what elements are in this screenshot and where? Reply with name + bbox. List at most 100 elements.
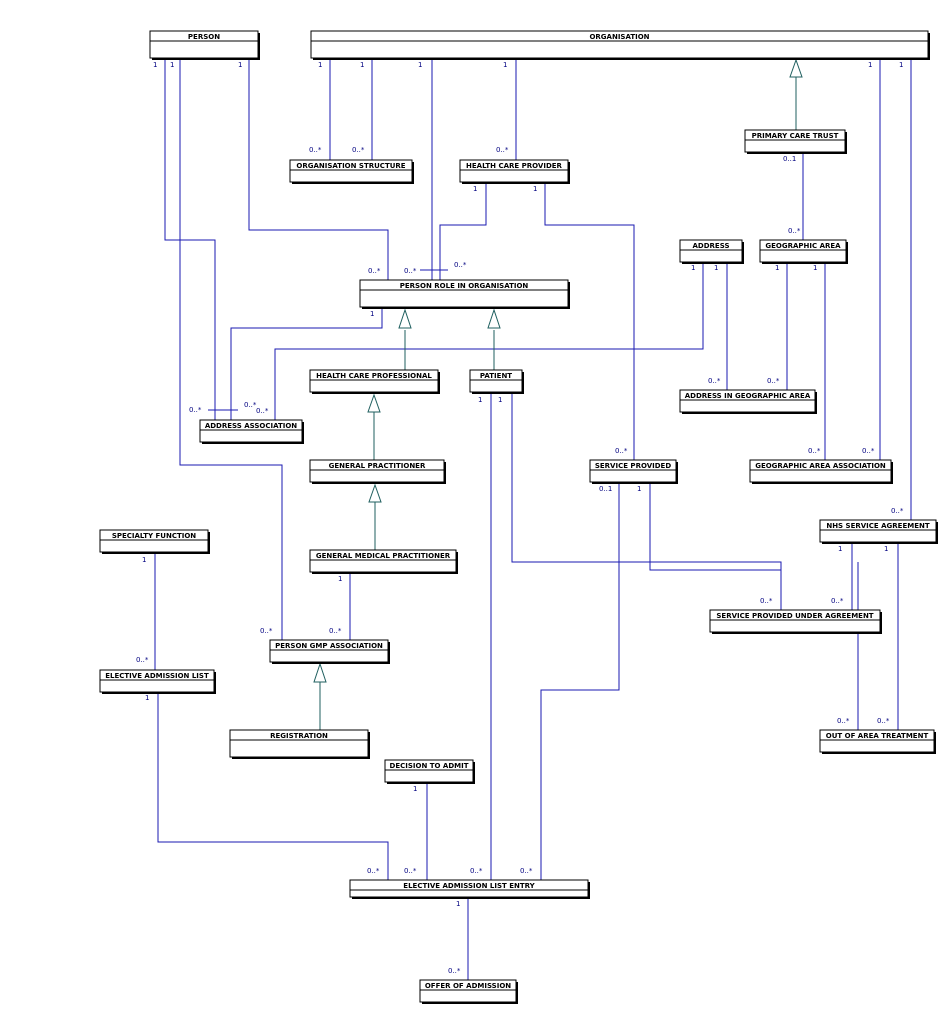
multiplicity-label: 0..* xyxy=(404,867,417,875)
entity-title: PATIENT xyxy=(480,372,512,380)
multiplicity-label: 1 xyxy=(145,694,149,702)
multiplicity-label: 0..* xyxy=(448,967,461,975)
entity-title: ORGANISATION xyxy=(589,33,649,41)
entity-box xyxy=(229,729,369,758)
multiplicity-label: 0..* xyxy=(496,146,509,154)
multiplicity-label: 0..* xyxy=(837,717,850,725)
entity-address-in-geographic-area: ADDRESS IN GEOGRAPHIC AREA xyxy=(679,389,817,414)
entity-title: NHS SERVICE AGREEMENT xyxy=(826,522,930,530)
multiplicity-label: 1 xyxy=(360,61,364,69)
entity-box xyxy=(589,459,677,483)
multiplicity-label: 0..* xyxy=(808,447,821,455)
entity-geographic-area-association: GEOGRAPHIC AREA ASSOCIATION xyxy=(749,459,893,484)
line-person-person-gmp-association xyxy=(179,58,283,640)
entity-offer-of-admission: OFFER OF ADMISSION xyxy=(419,979,518,1004)
entity-service-provided: SERVICE PROVIDED xyxy=(589,459,678,484)
line-elective-admission-list-entry xyxy=(157,693,389,880)
multiplicity-label: 0..* xyxy=(615,447,628,455)
entity-box xyxy=(309,369,439,393)
line-address-address-association xyxy=(274,262,704,420)
multiplicity-label: 1 xyxy=(637,485,641,493)
multiplicity-label: 1 xyxy=(418,61,422,69)
entity-box xyxy=(99,529,209,553)
entity-title: SERVICE PROVIDED xyxy=(595,462,671,470)
entity-box xyxy=(309,549,457,573)
entity-box xyxy=(759,239,847,263)
entity-nhs-service-agreement: NHS SERVICE AGREEMENT xyxy=(819,519,938,544)
entity-box xyxy=(819,729,935,753)
multiplicity-label: 1 xyxy=(318,61,322,69)
entity-title: ADDRESS IN GEOGRAPHIC AREA xyxy=(685,392,811,400)
entity-primary-care-trust: PRIMARY CARE TRUST xyxy=(744,129,847,154)
entity-box xyxy=(269,639,389,663)
multiplicity-label: 0..* xyxy=(788,227,801,235)
entity-person-role-in-organisation: PERSON ROLE IN ORGANISATION xyxy=(359,279,570,309)
multiplicity-label: 1 xyxy=(691,264,695,272)
entity-geographic-area: GEOGRAPHIC AREA xyxy=(759,239,848,264)
inherit-arrow-person-role-b xyxy=(487,308,501,329)
entity-general-practitioner: GENERAL PRACTITIONER xyxy=(309,459,446,484)
multiplicity-label: 0..* xyxy=(260,627,273,635)
line-service-provided-elective-admission-list-entry xyxy=(540,483,620,880)
entity-box xyxy=(469,369,523,393)
entity-person: PERSON xyxy=(149,30,260,60)
entity-registration: REGISTRATION xyxy=(229,729,370,759)
multiplicity-label: 1 xyxy=(503,61,507,69)
entity-title: SERVICE PROVIDED UNDER AGREEMENT xyxy=(716,612,873,620)
entity-box xyxy=(749,459,892,483)
entity-title: OUT OF AREA TREATMENT xyxy=(826,732,929,740)
entity-title: GEOGRAPHIC AREA ASSOCIATION xyxy=(755,462,886,470)
entity-title: OFFER OF ADMISSION xyxy=(425,982,511,990)
entity-title: ADDRESS xyxy=(693,242,730,250)
multiplicity-label: 0..1 xyxy=(599,485,612,493)
entity-service-provided-under-agreement: SERVICE PROVIDED UNDER AGREEMENT xyxy=(709,609,882,634)
multiplicity-label: 0..* xyxy=(368,267,381,275)
entity-box xyxy=(819,519,937,543)
multiplicity-label: 0..* xyxy=(831,597,844,605)
entity-title: ELECTIVE ADMISSION LIST xyxy=(105,672,209,680)
multiplicity-label: 0..* xyxy=(189,406,202,414)
multiplicity-label: 0..* xyxy=(877,717,890,725)
entity-box xyxy=(99,669,215,693)
entity-box xyxy=(199,419,303,443)
entity-general-medical-practitioner: GENERAL MEDICAL PRACTITIONER xyxy=(309,549,458,574)
multiplicity-label: 0..* xyxy=(244,401,257,409)
association-lines xyxy=(154,58,912,980)
entity-title: GENERAL MEDICAL PRACTITIONER xyxy=(316,552,451,560)
multiplicity-label: 0..* xyxy=(891,507,904,515)
multiplicity-label: 1 xyxy=(473,185,477,193)
entity-health-care-provider: HEALTH CARE PROVIDER xyxy=(459,159,570,184)
inherit-arrow-person-gmp-association xyxy=(313,662,327,683)
entity-title: GENERAL PRACTITIONER xyxy=(329,462,426,470)
entity-box xyxy=(149,30,259,59)
multiplicity-label: 0..* xyxy=(470,867,483,875)
multiplicity-label: 0..* xyxy=(136,656,149,664)
entity-elective-admission-list-entry: ELECTIVE ADMISSION LIST ENTRY xyxy=(349,879,590,899)
multiplicity-label: 0..* xyxy=(329,627,342,635)
line-service-provided-service-provided-under-agreement xyxy=(649,483,781,571)
inherit-arrow-person-role-a xyxy=(398,308,412,329)
entity-title: HEALTH CARE PROFESSIONAL xyxy=(316,372,432,380)
multiplicity-label: 1 xyxy=(456,900,460,908)
entity-box xyxy=(679,389,816,413)
multiplicity-label: 1 xyxy=(478,396,482,404)
multiplicity-label: 1 xyxy=(868,61,872,69)
multiplicity-label: 1 xyxy=(153,61,157,69)
multiplicity-label: 1 xyxy=(370,310,374,318)
entity-title: PRIMARY CARE TRUST xyxy=(752,132,839,140)
entity-box xyxy=(289,159,413,183)
entity-boxes: PERSON ORGANISATION PRIMARY CARE TRUST ORGA… xyxy=(99,30,938,1004)
entity-out-of-area-treatment: OUT OF AREA TREATMENT xyxy=(819,729,936,754)
entity-patient: PATIENT xyxy=(469,369,524,394)
multiplicity-label: 1 xyxy=(714,264,718,272)
multiplicity-label: 0..* xyxy=(862,447,875,455)
entity-title: ORGANISATION STRUCTURE xyxy=(296,162,405,170)
entity-organisation: ORGANISATION xyxy=(310,30,930,60)
entity-title: PERSON GMP ASSOCIATION xyxy=(275,642,383,650)
multiplicity-label: 0..* xyxy=(760,597,773,605)
entity-box xyxy=(359,279,569,308)
entity-title: DECISION TO ADMIT xyxy=(390,762,469,770)
entity-address: ADDRESS xyxy=(679,239,744,264)
